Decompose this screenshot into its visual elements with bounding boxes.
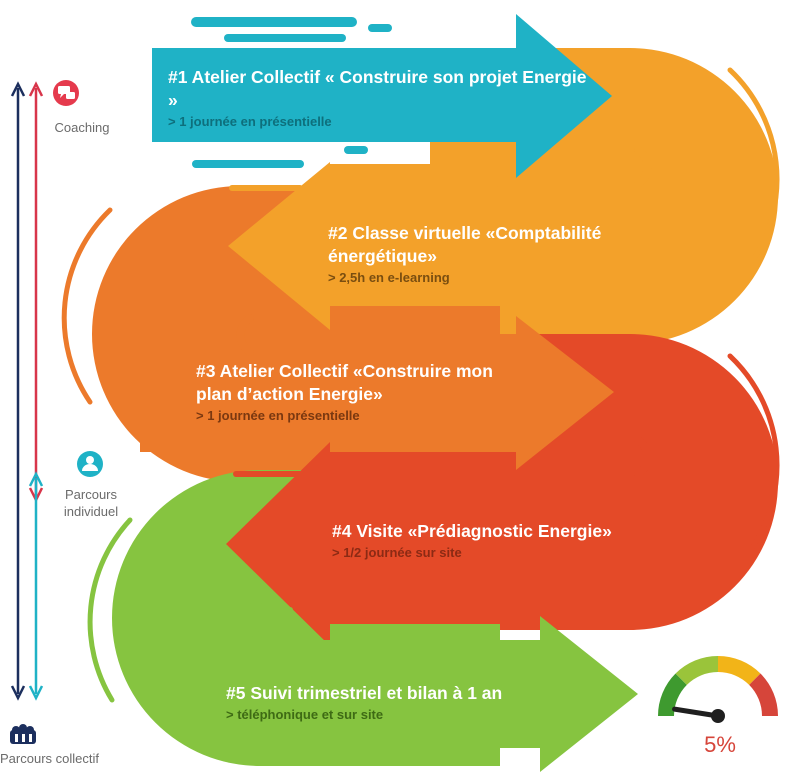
step-1-text: #1 Atelier Collectif « Construire son pr… (168, 66, 588, 131)
step-3-text: #3 Atelier Collectif «Construire mon pla… (196, 360, 506, 425)
parcours-collectif-label: Parcours collectif (0, 751, 99, 766)
step-4-text: #4 Visite «Prédiagnostic Energie» > 1/2 … (332, 520, 662, 562)
step-5-subtitle: > téléphonique et sur site (226, 707, 384, 722)
decor-arcs (61, 67, 780, 703)
step-3-subtitle: > 1 journée en présentielle (196, 408, 360, 423)
step-1-subtitle: > 1 journée en présentielle (168, 114, 332, 129)
step-1-title: #1 Atelier Collectif « Construire son pr… (168, 67, 587, 110)
timeline-arrows (10, 81, 44, 701)
arrow-step-4 (226, 442, 650, 646)
step-5-title: #5 Suivi trimestriel et bilan à 1 an (226, 683, 503, 703)
step-5-text: #5 Suivi trimestriel et bilan à 1 an > t… (226, 682, 556, 724)
parcours-individuel-label: Parcours individuel (63, 487, 119, 519)
step-2-subtitle: > 2,5h en e-learning (328, 270, 450, 285)
step-2-text: #2 Classe virtuelle «Comptabilité énergé… (328, 222, 658, 287)
gauge-percent-label: 5% (704, 732, 736, 757)
step-4-subtitle: > 1/2 journée sur site (332, 545, 462, 560)
arrow-step-5 (200, 616, 638, 772)
arrow-step-2 (228, 162, 650, 330)
arrow-step-3 (140, 316, 614, 470)
step-4-title: #4 Visite «Prédiagnostic Energie» (332, 521, 612, 541)
arrow-step-1 (152, 14, 612, 178)
step-2-title: #2 Classe virtuelle «Comptabilité énergé… (328, 223, 602, 266)
coaching-label: Coaching (54, 120, 110, 135)
step-3-title: #3 Atelier Collectif «Construire mon pla… (196, 361, 493, 404)
